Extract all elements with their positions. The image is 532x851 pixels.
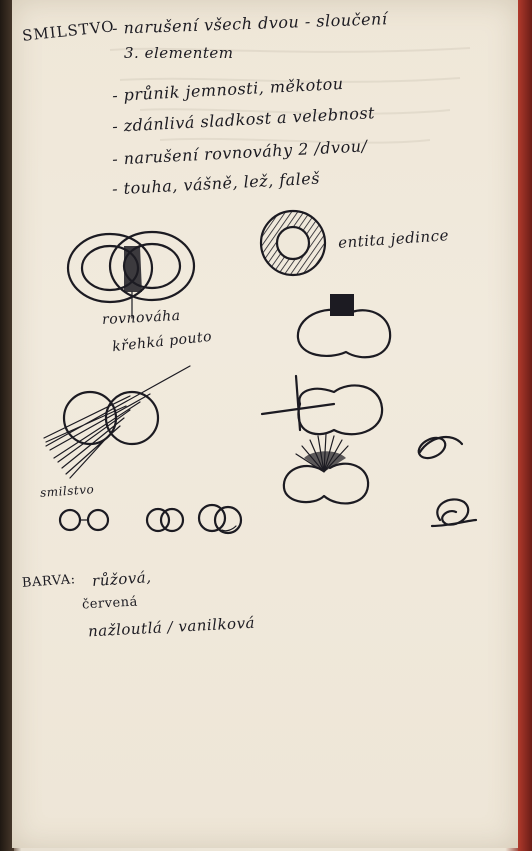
- knot-symbol-2: [432, 499, 476, 526]
- blob-crossed-drawing: [262, 376, 382, 434]
- color-item: červená: [82, 595, 139, 613]
- blob-fan-drawing: [284, 434, 368, 503]
- small-circle-pair-3: [199, 505, 241, 533]
- small-circle-pair-2: [147, 509, 183, 531]
- blob-square-drawing: [298, 294, 390, 357]
- balance-circles-drawing: [68, 232, 194, 318]
- knot-symbol-1: [416, 434, 462, 462]
- entity-donut-drawing: [261, 211, 325, 275]
- adultery-circles-drawing: [44, 366, 190, 478]
- small-circle-pair-1: [60, 510, 108, 530]
